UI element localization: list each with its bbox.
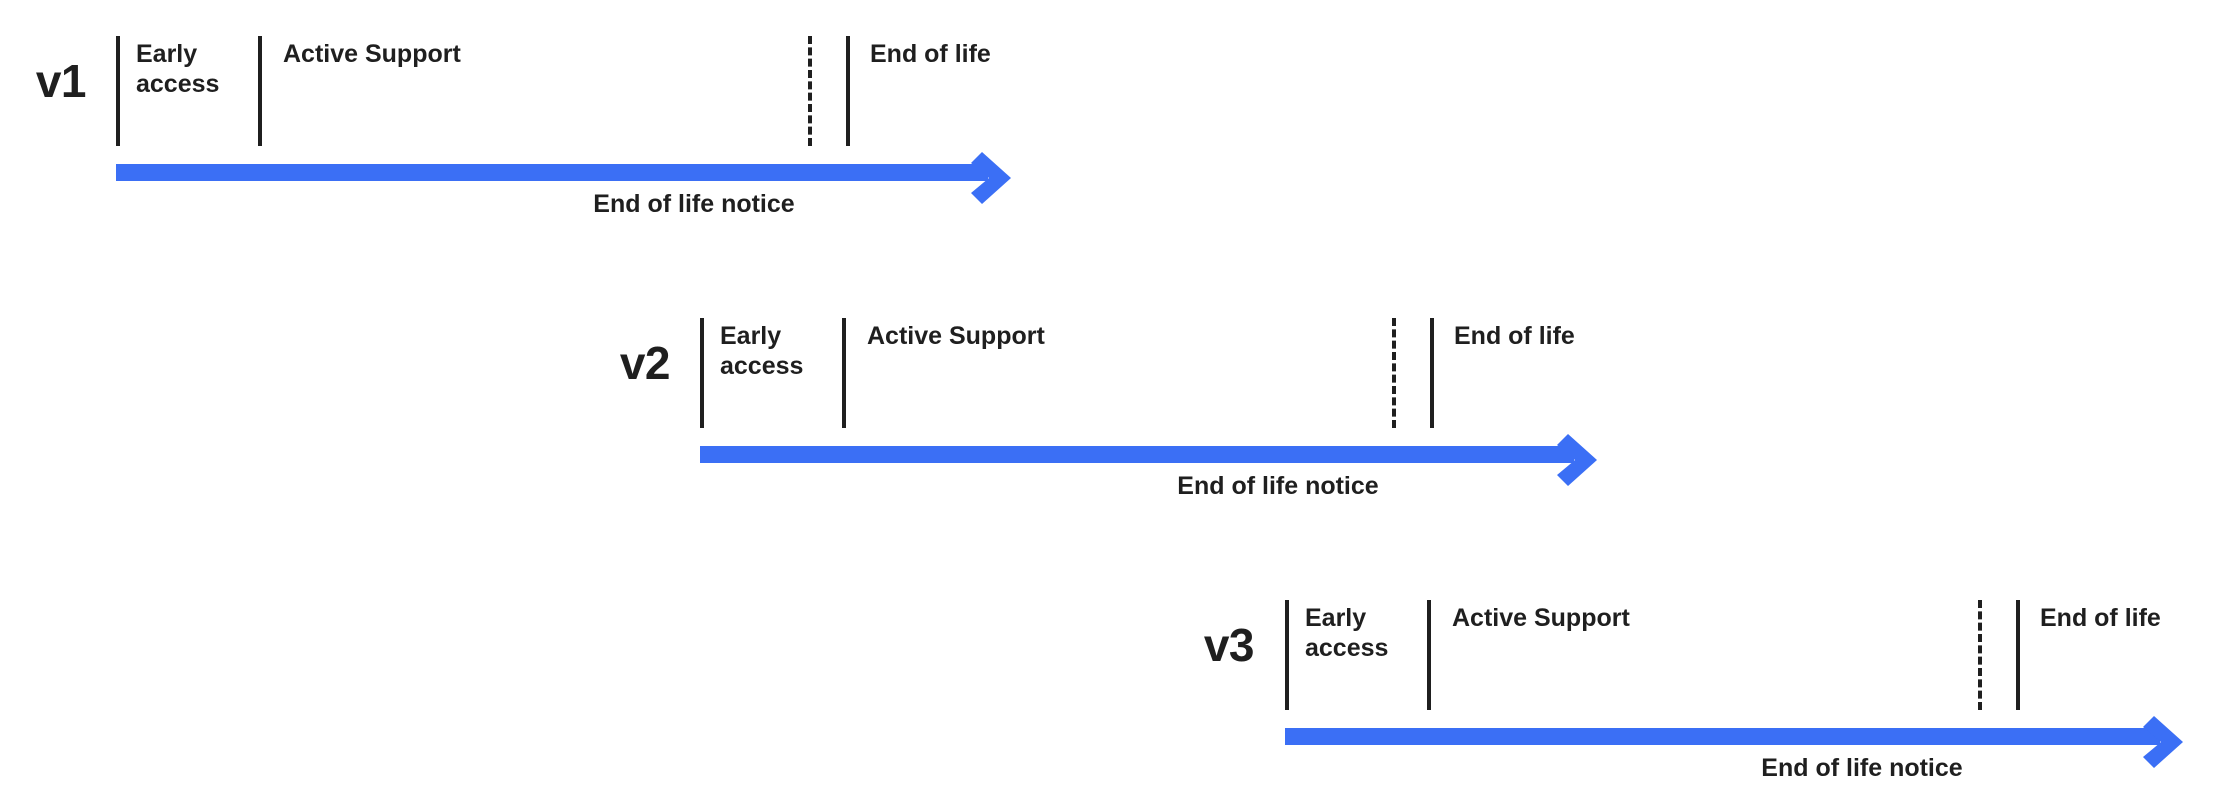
end-of-life-notice-label: End of life notice (593, 190, 795, 218)
phase-divider-end-of-life (1430, 318, 1434, 428)
phase-band-v1: Early access Active Support End of life (0, 18, 2228, 146)
end-of-life-notice-marker (1978, 600, 1982, 710)
timeline-row-v3: v3 Early access Active Support End of li… (0, 582, 2228, 782)
timeline-arrow-v1: End of life notice (0, 146, 2228, 217)
timeline-bar (116, 164, 988, 181)
phase-divider-start (116, 36, 120, 146)
timeline-bar (700, 446, 1574, 463)
timeline-bar (1285, 728, 2160, 745)
phase-label-active-support: Active Support (1452, 604, 1630, 632)
phase-label-active-support: Active Support (283, 40, 461, 68)
phase-divider-end-of-life (2016, 600, 2020, 710)
phase-label-early-access: Early access (1305, 604, 1389, 662)
end-of-life-notice-label: End of life notice (1761, 754, 1963, 782)
phase-band-v3: Early access Active Support End of life (0, 582, 2228, 710)
end-of-life-notice-marker (808, 36, 812, 146)
phase-divider-start (1285, 600, 1289, 710)
phase-label-early-access: Early access (720, 322, 804, 380)
end-of-life-notice-marker (1392, 318, 1396, 428)
arrow-head-icon (1552, 428, 1616, 492)
arrow-head-icon (2138, 710, 2202, 774)
timeline-row-v2: v2 Early access Active Support End of li… (0, 300, 2228, 500)
phase-divider-end-of-life (846, 36, 850, 146)
phase-label-end-of-life: End of life (870, 40, 991, 68)
phase-band-v2: Early access Active Support End of life (0, 300, 2228, 428)
timeline-arrow-v2: End of life notice (0, 428, 2228, 499)
end-of-life-notice-label: End of life notice (1177, 472, 1379, 500)
version-label-v3: v3 (1203, 619, 1255, 671)
version-label-v2: v2 (619, 337, 671, 389)
phase-label-end-of-life: End of life (1454, 322, 1575, 350)
phase-label-end-of-life: End of life (2040, 604, 2161, 632)
phase-label-early-access: Early access (136, 40, 220, 98)
phase-label-active-support: Active Support (867, 322, 1045, 350)
arrow-head-icon (966, 146, 1030, 210)
phase-divider-active-support (842, 318, 846, 428)
version-label-v1: v1 (35, 55, 87, 107)
timeline-row-v1: v1 Early access Active Support End of li… (0, 18, 2228, 218)
phase-divider-start (700, 318, 704, 428)
timeline-arrow-v3: End of life notice (0, 710, 2228, 781)
phase-divider-active-support (258, 36, 262, 146)
phase-divider-active-support (1427, 600, 1431, 710)
